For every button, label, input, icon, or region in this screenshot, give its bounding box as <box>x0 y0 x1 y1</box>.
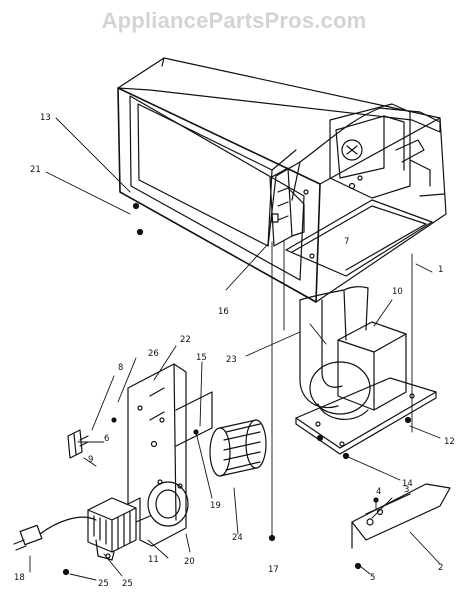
callout-26: 26 <box>148 349 159 359</box>
fan-motor <box>87 497 151 561</box>
power-cord <box>13 516 97 551</box>
callout-labels: 13 21 7 1 16 10 22 23 26 15 8 6 9 12 14 … <box>14 113 455 589</box>
interlock-switch-assembly <box>269 167 309 247</box>
callout-16: 16 <box>218 307 229 317</box>
latch-bracket <box>351 483 451 549</box>
callout-10: 10 <box>392 287 403 297</box>
callout-4: 4 <box>376 487 381 497</box>
callout-11: 11 <box>148 555 159 565</box>
callout-22: 22 <box>180 335 191 345</box>
callout-6: 6 <box>104 434 109 444</box>
callout-20: 20 <box>184 557 195 567</box>
air-duct <box>299 286 369 409</box>
thermal-switch <box>67 429 89 459</box>
screws <box>62 202 412 576</box>
oven-case <box>117 57 447 303</box>
callout-15: 15 <box>196 353 207 363</box>
callout-8: 8 <box>118 363 123 373</box>
callout-21: 21 <box>30 165 41 175</box>
callout-17: 17 <box>268 565 279 575</box>
leader-lines <box>29 117 441 581</box>
callout-9: 9 <box>88 455 93 465</box>
callout-13: 13 <box>40 113 51 123</box>
fan-housing <box>309 321 407 420</box>
base-plate <box>295 377 437 455</box>
callout-14: 14 <box>402 479 413 489</box>
callout-24: 24 <box>232 533 243 543</box>
callout-3: 3 <box>404 485 409 495</box>
control-bracket <box>329 103 445 199</box>
fan-blade <box>209 419 267 477</box>
callout-1: 1 <box>438 265 443 275</box>
callout-12: 12 <box>444 437 455 447</box>
callout-23: 23 <box>226 355 237 365</box>
callout-19: 19 <box>210 501 221 511</box>
watermark-text: AppliancePartsPros.com <box>101 8 367 33</box>
callout-5: 5 <box>370 573 375 583</box>
callout-7: 7 <box>344 237 349 247</box>
callout-25a: 25 <box>98 579 109 589</box>
callout-2: 2 <box>438 563 443 573</box>
cavity-floor <box>285 199 433 277</box>
callout-25b: 25 <box>122 579 133 589</box>
callout-18: 18 <box>14 573 25 583</box>
motor-bracket <box>127 363 213 547</box>
